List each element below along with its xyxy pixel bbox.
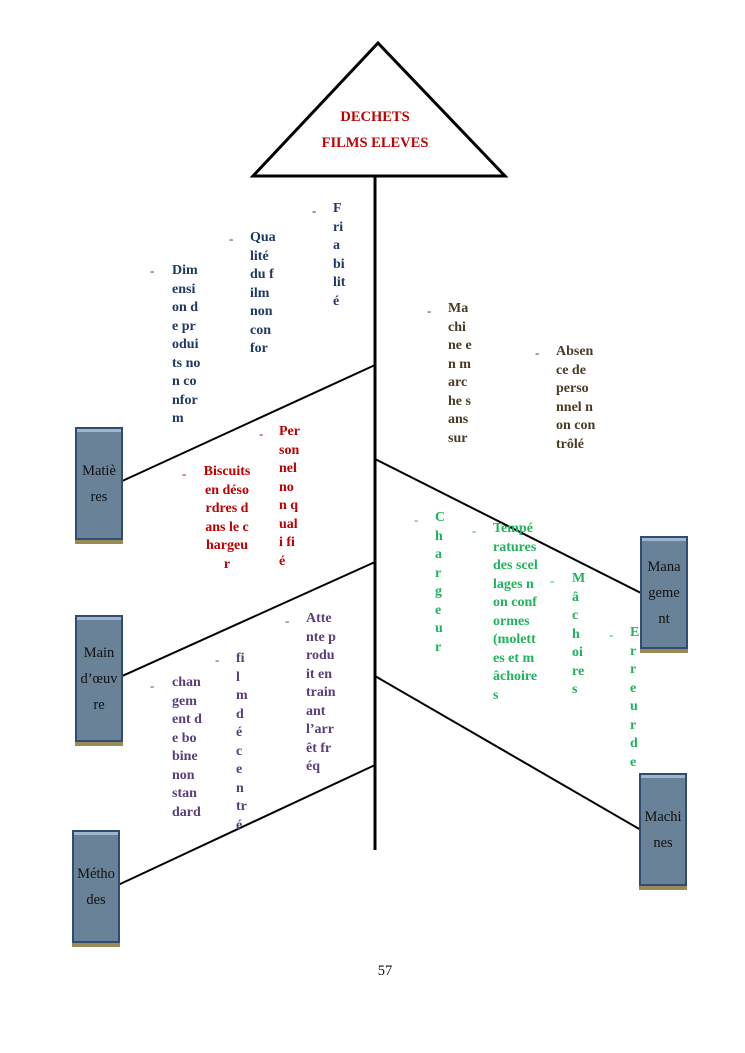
page-number: 57 (377, 963, 393, 979)
cause-bullet: - (150, 263, 155, 278)
cause-bullet: - (472, 523, 477, 538)
cause-dimension-produits: Dimension de produits non conform (172, 263, 201, 426)
cause-bullet: - (535, 345, 540, 360)
branch-main-oeuvre (119, 561, 376, 678)
cause-bullet: - (215, 652, 220, 667)
branch-machines (374, 675, 642, 831)
cause-bullet: - (312, 203, 317, 218)
cause-film-decentre: film décentré (236, 651, 248, 830)
branch-methodes (117, 764, 376, 886)
cause-bullet: - (150, 678, 155, 693)
cause-bullet: - (609, 627, 614, 642)
cause-bullet: - (427, 303, 432, 318)
category-box-main-oeuvre: Main d’œuvre (75, 615, 123, 742)
cause-bullet: - (259, 426, 264, 441)
category-box-methodes: Méthodes (72, 830, 120, 943)
cause-friabilite: Friabilité (333, 201, 346, 309)
cause-machoires: Mâchoires (572, 571, 585, 697)
cause-attente-produit: Attente produit entrainant l’arrêt fréq (306, 611, 336, 774)
cause-qualite-film: Qualité du film non con for (250, 230, 276, 356)
branch-management (374, 458, 642, 594)
cause-chargeur: Chargeur (435, 510, 446, 655)
effect-triangle (249, 40, 509, 178)
cause-biscuits-desordres: Biscuits en désordres dans le chargeur (203, 464, 251, 572)
category-box-machines: Machines (639, 773, 687, 886)
effect-title: DECHETS FILMS ELEVES (300, 104, 450, 156)
cause-bullet: - (229, 231, 234, 246)
cause-erreur: Erreur de (630, 625, 640, 770)
cause-personnel-non-qualifie: Personnel non quali fié (279, 424, 300, 569)
cause-changement-bobine: changement de bobine non standard (172, 675, 202, 820)
category-box-matieres: Matières (75, 427, 123, 540)
effect-title-line1: DECHETS (340, 109, 410, 125)
effect-title-line2: FILMS ELEVES (321, 135, 429, 151)
cause-absence-personnel: Absence de personnel non contrôlé (556, 344, 596, 452)
cause-temperatures-scellages: Températures des scellages non conformes… (493, 521, 538, 703)
cause-machine-en-marche: Machine en marche sans sur (448, 301, 472, 446)
cause-bullet: - (285, 613, 290, 628)
cause-bullet: - (550, 573, 555, 588)
cause-bullet: - (182, 466, 187, 481)
category-box-management: Management (640, 536, 688, 649)
branch-matieres (119, 364, 376, 483)
cause-bullet: - (414, 512, 419, 527)
